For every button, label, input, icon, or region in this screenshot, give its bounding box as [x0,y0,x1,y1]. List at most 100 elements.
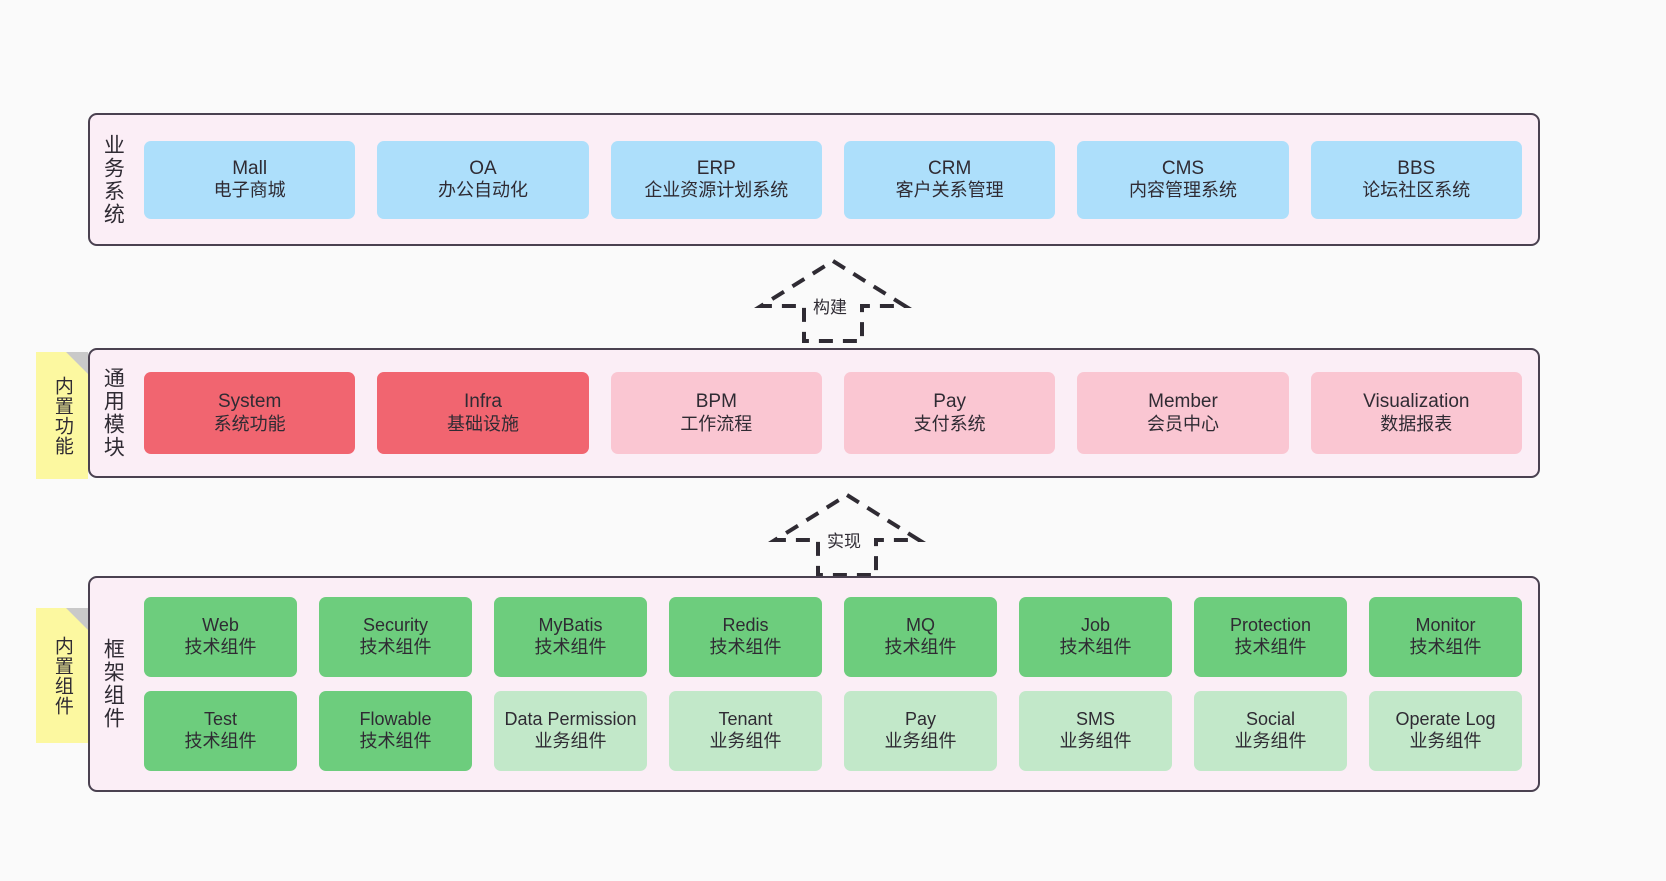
card-title: ERP [696,157,736,179]
card-subtitle: 业务组件 [534,731,607,751]
card-mq[interactable]: MQ 技术组件 [844,597,997,677]
layer-body-common-modules: System 系统功能 Infra 基础设施 BPM 工作流程 Pay 支付系统… [134,350,1538,476]
card-security[interactable]: Security 技术组件 [319,597,472,677]
card-subtitle: 技术组件 [1409,637,1482,657]
folded-corner-icon [66,352,88,374]
card-subtitle: 数据报表 [1380,413,1453,434]
card-subtitle: 技术组件 [1059,637,1132,657]
card-mybatis[interactable]: MyBatis 技术组件 [494,597,647,677]
card-subtitle: 论坛社区系统 [1362,180,1471,201]
card-subtitle: 业务组件 [709,731,782,751]
card-title: Member [1148,391,1218,413]
card-subtitle: 技术组件 [359,637,432,657]
card-title: Visualization [1363,391,1470,413]
card-social[interactable]: Social 业务组件 [1194,691,1347,771]
arrow-label-implement: 实现 [827,532,861,551]
card-title: MQ [906,615,935,636]
layer-body-business-systems: Mall 电子商城 OA 办公自动化 ERP 企业资源计划系统 CRM 客户关系… [134,115,1538,244]
card-subtitle: 客户关系管理 [895,180,1004,201]
card-subtitle: 工作流程 [680,413,753,434]
sticky-note-builtin-functions: 内置功能 [36,352,88,479]
card-subtitle: 企业资源计划系统 [644,180,789,201]
card-title: MyBatis [538,615,603,636]
card-subtitle: 业务组件 [884,731,957,751]
card-operate-log[interactable]: Operate Log 业务组件 [1369,691,1522,771]
card-title: Mall [232,157,268,179]
card-infra[interactable]: Infra 基础设施 [377,372,589,454]
card-subtitle: 技术组件 [184,637,257,657]
card-subtitle: 电子商城 [213,180,286,201]
card-subtitle: 技术组件 [884,637,957,657]
card-redis[interactable]: Redis 技术组件 [669,597,822,677]
card-crm[interactable]: CRM 客户关系管理 [843,140,1056,219]
sticky-note-builtin-components: 内置组件 [36,608,88,743]
card-row: Mall 电子商城 OA 办公自动化 ERP 企业资源计划系统 CRM 客户关系… [144,140,1522,219]
card-job[interactable]: Job 技术组件 [1019,597,1172,677]
card-title: Protection [1229,615,1312,636]
card-subtitle: 办公自动化 [437,180,528,201]
card-title: Monitor [1415,615,1476,636]
folded-corner-icon [66,608,88,630]
card-tenant[interactable]: Tenant 业务组件 [669,691,822,771]
card-title: Pay [904,709,937,730]
layer-title-framework-components: 框架组件 [101,638,125,730]
card-subtitle: 技术组件 [709,637,782,657]
layer-framework-components: 框架组件 Web 技术组件 Security 技术组件 MyBatis 技术组件… [88,576,1540,792]
card-title: Social [1245,709,1296,730]
card-subtitle: 基础设施 [446,413,519,434]
card-subtitle: 技术组件 [184,731,257,751]
card-title: Security [362,615,429,636]
card-title: Infra [463,391,502,413]
card-row: System 系统功能 Infra 基础设施 BPM 工作流程 Pay 支付系统… [144,372,1522,454]
card-pay-business[interactable]: Pay 业务组件 [844,691,997,771]
card-title: System [217,391,282,413]
card-monitor[interactable]: Monitor 技术组件 [1369,597,1522,677]
card-system[interactable]: System 系统功能 [144,372,356,454]
card-cms[interactable]: CMS 内容管理系统 [1077,140,1289,219]
sticky-note-label: 内置组件 [51,635,73,716]
dashed-hollow-arrow-icon [754,258,912,343]
card-title: Flowable [359,709,432,730]
layer-title-business-systems: 业务系统 [101,133,125,226]
card-bbs[interactable]: BBS 论坛社区系统 [1310,140,1522,219]
card-title: Job [1080,615,1111,636]
card-pay[interactable]: Pay 支付系统 [843,372,1056,454]
card-flowable[interactable]: Flowable 技术组件 [319,691,472,771]
card-mall[interactable]: Mall 电子商城 [144,140,356,219]
card-title: BBS [1397,157,1436,179]
generalization-arrow-implement: 实现 [768,492,926,578]
card-subtitle: 技术组件 [359,731,432,751]
card-bpm[interactable]: BPM 工作流程 [610,372,822,454]
card-oa[interactable]: OA 办公自动化 [377,140,589,219]
card-title: SMS [1075,709,1115,730]
card-title: CRM [928,157,972,179]
arrow-label-build: 构建 [813,298,847,317]
card-title: Tenant [718,709,773,730]
card-title: Operate Log [1395,709,1496,730]
card-title: Test [203,709,237,730]
card-title: BPM [695,391,737,413]
card-title: Pay [933,391,967,413]
card-subtitle: 业务组件 [1409,731,1482,751]
card-web[interactable]: Web 技术组件 [144,597,297,677]
card-protection[interactable]: Protection 技术组件 [1194,597,1347,677]
card-data-permission[interactable]: Data Permission 业务组件 [494,691,647,771]
card-subtitle: 内容管理系统 [1128,180,1237,201]
card-title: Redis [722,615,769,636]
card-visualization[interactable]: Visualization 数据报表 [1310,372,1522,454]
card-test[interactable]: Test 技术组件 [144,691,297,771]
card-title: Web [202,615,239,636]
layer-title-common-modules: 通用模块 [101,367,125,459]
card-member[interactable]: Member 会员中心 [1077,372,1289,454]
card-subtitle: 会员中心 [1146,413,1219,434]
layer-body-framework-components: Web 技术组件 Security 技术组件 MyBatis 技术组件 Redi… [134,578,1538,790]
card-row: Test 技术组件 Flowable 技术组件 Data Permission … [144,691,1522,771]
card-subtitle: 系统功能 [213,413,286,434]
card-subtitle: 支付系统 [913,413,986,434]
card-subtitle: 业务组件 [1234,731,1307,751]
card-sms[interactable]: SMS 业务组件 [1019,691,1172,771]
generalization-arrow-build: 构建 [754,258,912,344]
layer-common-modules: 通用模块 System 系统功能 Infra 基础设施 BPM 工作流程 Pay… [88,348,1540,478]
card-erp[interactable]: ERP 企业资源计划系统 [610,140,822,219]
